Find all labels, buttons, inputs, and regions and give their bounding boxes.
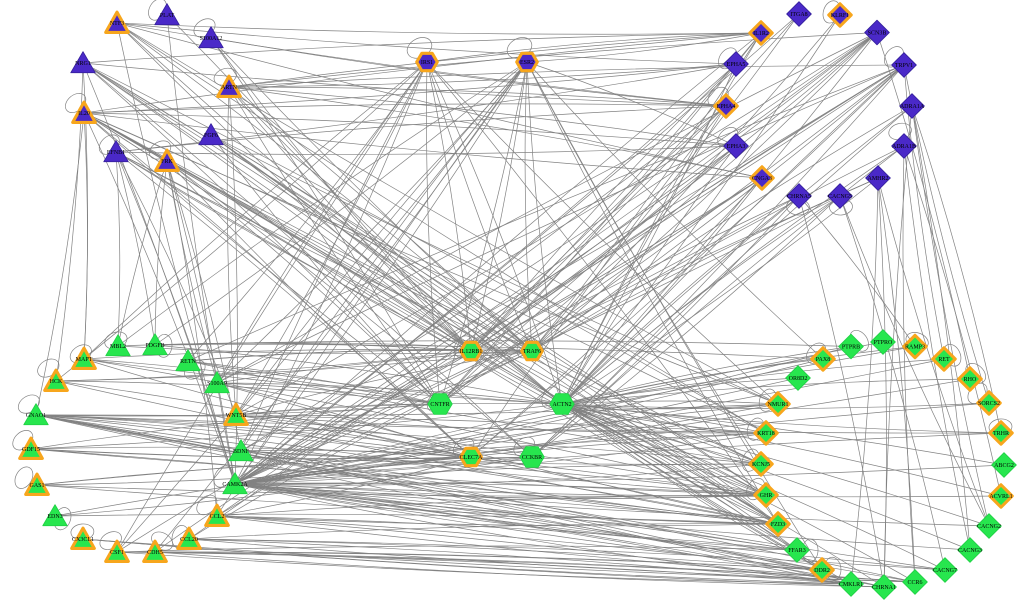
svg-text:HCK: HCK — [50, 379, 63, 385]
svg-text:ADRA1B: ADRA1B — [892, 144, 916, 150]
svg-text:RET: RET — [938, 357, 950, 363]
svg-text:IL1R2: IL1R2 — [753, 31, 769, 37]
svg-text:PTPRB: PTPRB — [842, 345, 860, 351]
svg-text:EPHA3: EPHA3 — [727, 144, 746, 150]
svg-text:CCL20: CCL20 — [180, 537, 198, 543]
svg-text:PLAT: PLAT — [160, 13, 175, 19]
svg-text:S100A9: S100A9 — [207, 381, 227, 387]
svg-text:GNAO1: GNAO1 — [26, 413, 46, 419]
svg-text:CACNG5: CACNG5 — [828, 194, 852, 200]
svg-text:MAPT: MAPT — [76, 357, 93, 363]
svg-text:ABCG2: ABCG2 — [994, 463, 1014, 469]
svg-text:RAMP3: RAMP3 — [905, 345, 925, 351]
svg-text:CCL2: CCL2 — [210, 514, 225, 520]
svg-text:EPHA4: EPHA4 — [717, 104, 736, 110]
svg-text:IRS1: IRS1 — [421, 60, 433, 66]
svg-text:TRHR: TRHR — [993, 431, 1009, 437]
svg-text:OR8D2: OR8D2 — [789, 376, 808, 382]
svg-text:WNT5B: WNT5B — [226, 413, 247, 419]
svg-text:KRT18: KRT18 — [757, 431, 775, 437]
svg-text:KCNJ5: KCNJ5 — [752, 462, 770, 468]
svg-text:ACTN2: ACTN2 — [552, 402, 571, 408]
svg-text:CNGA3: CNGA3 — [752, 176, 772, 182]
svg-text:GHR: GHR — [760, 493, 773, 499]
svg-text:CDH5: CDH5 — [147, 550, 163, 556]
svg-text:TRAF6: TRAF6 — [523, 349, 541, 355]
svg-text:CSF1: CSF1 — [110, 550, 124, 556]
svg-text:FGF6: FGF6 — [204, 133, 218, 139]
svg-text:MBL2: MBL2 — [110, 344, 126, 350]
svg-text:EFNB1: EFNB1 — [107, 150, 125, 156]
svg-text:CAMK2A: CAMK2A — [222, 482, 248, 488]
svg-text:CNTFR: CNTFR — [430, 402, 449, 408]
svg-text:ACVRL1: ACVRL1 — [989, 494, 1012, 500]
svg-text:KLRF1: KLRF1 — [831, 13, 849, 19]
svg-text:EPHA5: EPHA5 — [727, 62, 746, 68]
svg-text:ADRA1A: ADRA1A — [900, 104, 925, 110]
svg-text:ITGA8: ITGA8 — [790, 12, 807, 18]
svg-text:TRPV1: TRPV1 — [895, 63, 913, 69]
svg-text:PTPRO: PTPRO — [874, 340, 893, 346]
svg-text:RETN: RETN — [180, 359, 196, 365]
svg-text:FRK: FRK — [161, 159, 173, 165]
svg-text:CX3CL1: CX3CL1 — [72, 537, 94, 543]
svg-text:NRG1: NRG1 — [75, 61, 91, 67]
svg-text:NMUR1: NMUR1 — [767, 402, 788, 408]
svg-text:AMHR2: AMHR2 — [867, 176, 888, 182]
svg-text:FFAR3: FFAR3 — [788, 548, 806, 554]
svg-text:NTF3: NTF3 — [110, 21, 124, 27]
svg-text:CCR6: CCR6 — [907, 580, 922, 586]
svg-text:CMKLR1: CMKLR1 — [839, 582, 863, 588]
svg-text:ARTN: ARTN — [221, 85, 238, 91]
svg-text:CACNG7: CACNG7 — [933, 568, 957, 574]
svg-text:IL20: IL20 — [78, 111, 90, 117]
svg-text:DDR2: DDR2 — [814, 568, 830, 574]
svg-text:ESR2: ESR2 — [520, 60, 534, 66]
svg-text:EDN3: EDN3 — [47, 514, 62, 520]
svg-text:SORCS2: SORCS2 — [978, 401, 1000, 407]
svg-text:SCN3B: SCN3B — [868, 31, 887, 37]
svg-text:PAX8: PAX8 — [816, 357, 830, 363]
svg-text:CHRNA5: CHRNA5 — [787, 194, 811, 200]
svg-text:CACNG2: CACNG2 — [977, 524, 1001, 530]
svg-text:CHRNA1: CHRNA1 — [872, 585, 896, 591]
svg-text:CCKBR: CCKBR — [522, 455, 542, 461]
svg-text:FZD3: FZD3 — [771, 522, 785, 528]
svg-text:RHO: RHO — [964, 377, 977, 383]
svg-text:IL12RB1: IL12RB1 — [460, 349, 483, 355]
svg-text:PDGFB: PDGFB — [145, 343, 164, 349]
svg-text:GAS1: GAS1 — [29, 483, 44, 489]
svg-text:BDNF: BDNF — [233, 449, 250, 455]
svg-text:S100A12: S100A12 — [200, 36, 223, 42]
svg-text:CACNG3: CACNG3 — [958, 548, 982, 554]
svg-text:CLEC7A: CLEC7A — [460, 455, 483, 461]
svg-text:GDF15: GDF15 — [22, 447, 40, 453]
